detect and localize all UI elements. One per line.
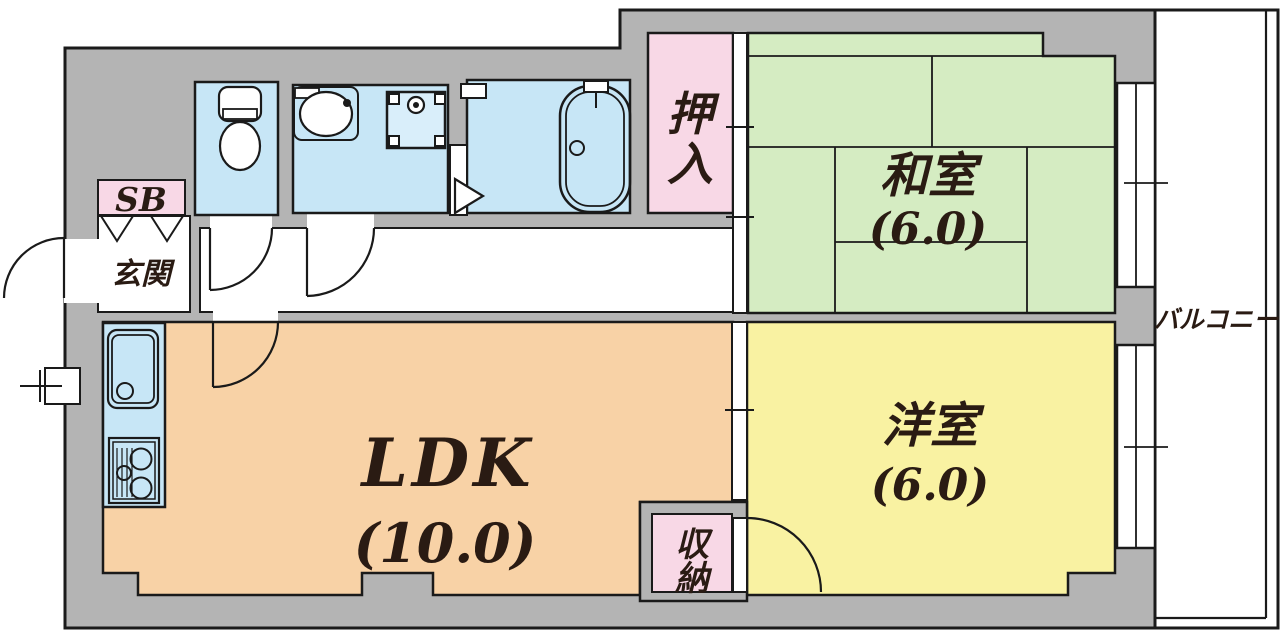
washitsu-label: 和室	[880, 148, 983, 204]
ldk-door-icon	[211, 321, 280, 389]
bath-door-icon	[449, 144, 486, 216]
oshiire-label-char2: 入	[667, 137, 713, 191]
entrance-door-icon	[2, 236, 66, 299]
washbasin-icon	[293, 86, 359, 141]
washitsu-size-label: (6.0)	[869, 204, 987, 255]
youshitsu-window-icon	[1115, 343, 1168, 550]
shuunou-label-char1: 収	[675, 525, 714, 565]
bathtub-icon	[460, 80, 632, 214]
washroom-door-opening	[307, 214, 374, 230]
shoe-box-door-mark-icon	[149, 215, 185, 243]
washroom-door-icon	[305, 227, 376, 298]
youshitsu-label: 洋室	[882, 398, 985, 454]
kitchen-sink-icon	[106, 328, 160, 410]
bathroom	[465, 78, 632, 215]
fusuma-sliding-door	[726, 32, 754, 314]
tatami-mat-lines	[748, 55, 1115, 313]
balcony-floor	[1153, 8, 1280, 630]
ldk-door-opening	[213, 311, 278, 323]
bath-shelf-icon	[460, 83, 487, 99]
shuunou-door-icon	[732, 516, 823, 593]
balcony	[1153, 8, 1280, 630]
genkan-label: 玄関	[111, 257, 176, 292]
hallway-floor	[199, 227, 734, 313]
washitsu-window-icon	[1115, 81, 1168, 289]
ldk-size-label: (10.0)	[354, 511, 537, 575]
shoe-box-door-mark-icon	[99, 215, 135, 243]
youshitsu-room	[745, 320, 1117, 597]
shuunou-closet	[638, 500, 749, 603]
ldk-youshitsu-sliding-door	[725, 321, 754, 501]
toilet-door-opening	[210, 214, 272, 230]
washing-machine-pan-icon	[385, 90, 447, 150]
shuunou-label-char2: 納	[674, 559, 713, 599]
toilet-icon	[217, 85, 263, 172]
ldk-label: LDK	[359, 424, 534, 502]
oshiire-label-char1: 押	[667, 87, 720, 141]
stove-icon	[107, 436, 161, 505]
balcony-label: バルコニー	[1154, 305, 1280, 334]
shoe-box-label: SB	[115, 180, 167, 219]
youshitsu-size-label: (6.0)	[871, 460, 989, 511]
shoe-box	[97, 179, 186, 216]
pipe-space-icon	[20, 367, 81, 405]
toilet-door-icon	[208, 227, 274, 292]
entrance-door-opening	[64, 239, 100, 303]
